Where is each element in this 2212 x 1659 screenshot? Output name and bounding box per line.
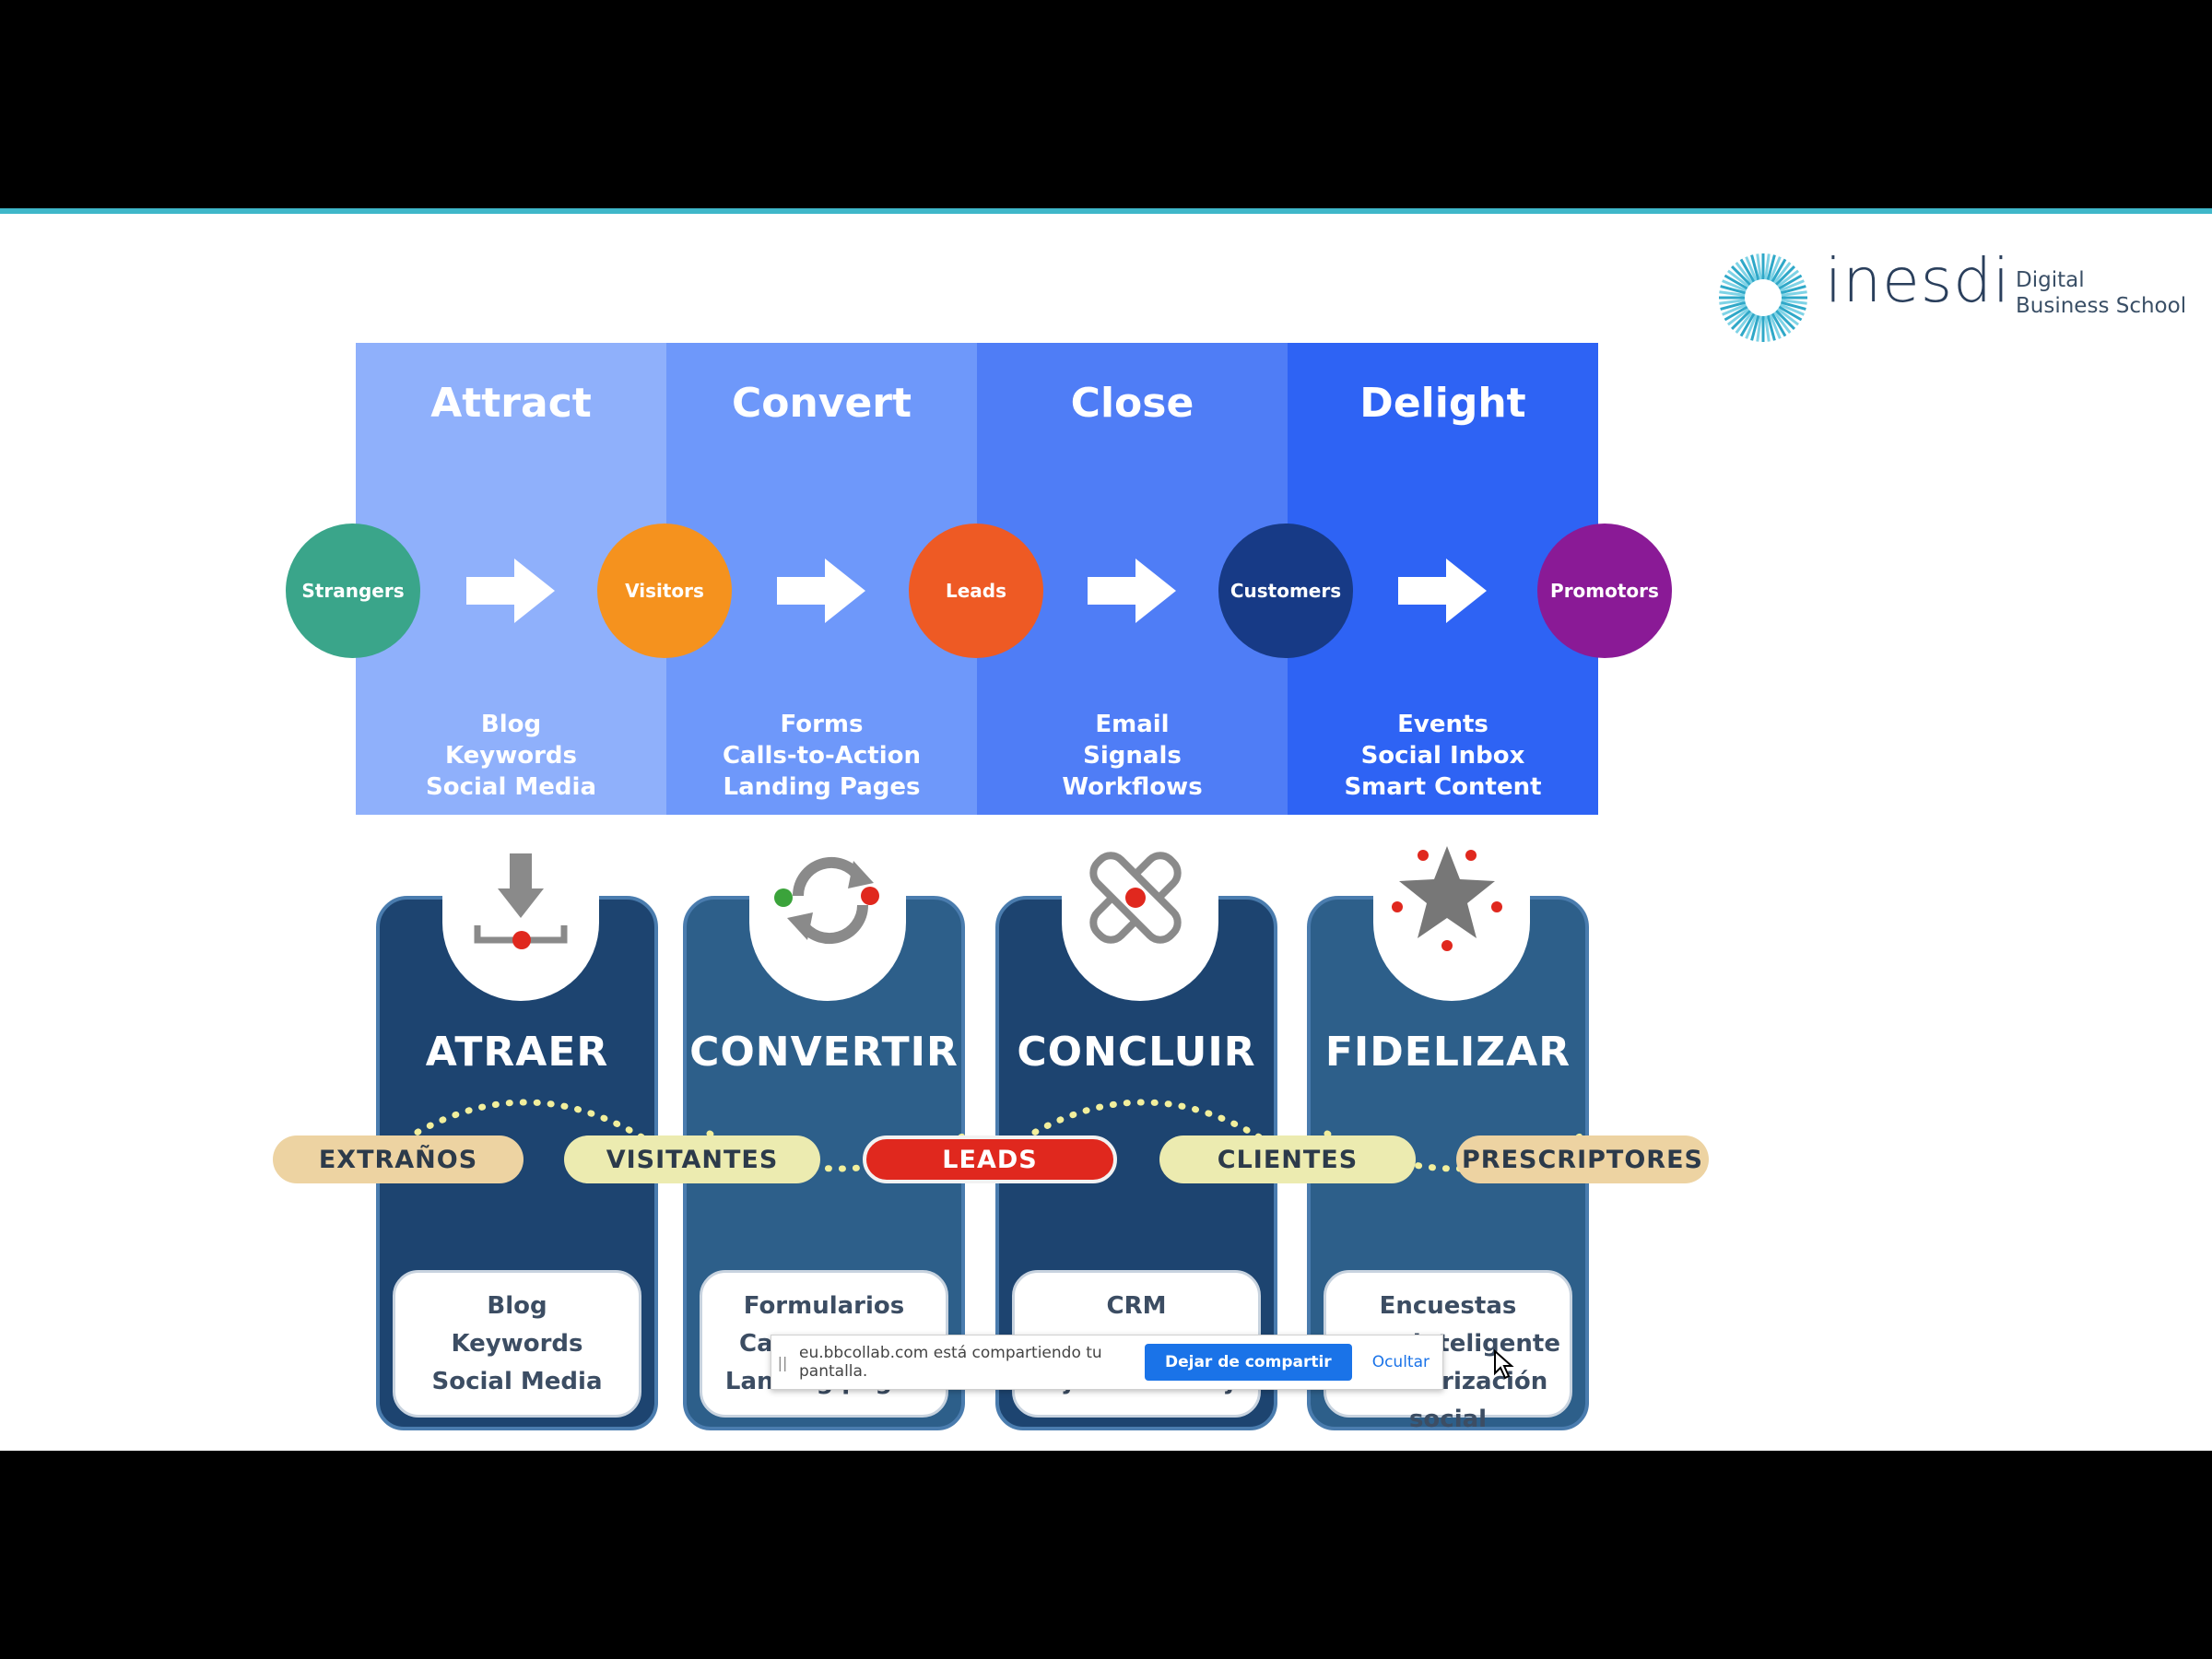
card-line: Encuestas	[1379, 1292, 1517, 1320]
tool-item: Social Inbox	[1360, 742, 1525, 770]
tool-item: Events	[1397, 711, 1488, 738]
phase-title: Convert	[731, 380, 912, 427]
card-line: Blog	[487, 1292, 547, 1320]
tool-item: Email	[1095, 711, 1170, 738]
card-line: Keywords	[451, 1330, 583, 1358]
stage-promotors: Promotors	[1537, 524, 1672, 658]
card-title: ATRAER	[425, 1029, 609, 1076]
card-tools: Encuestas inteligente Monitorización soc…	[1324, 1270, 1572, 1433]
card-tools: Blog Keywords Social Media	[393, 1270, 641, 1418]
stage-strangers: Strangers	[286, 524, 420, 658]
right-arrow-icon	[1398, 559, 1487, 623]
card-line: Social Media	[431, 1368, 603, 1395]
download-tray-icon	[474, 853, 568, 949]
phase-title: Attract	[430, 380, 592, 427]
phase-tools: Events Social Inbox Smart Content	[1288, 709, 1598, 803]
stop-sharing-button[interactable]: Dejar de compartir	[1144, 1344, 1352, 1381]
phase-tools: Email Signals Workflows	[977, 709, 1288, 803]
logo-subtitle: Digital Business School	[2016, 267, 2186, 319]
card-title: CONVERTIR	[689, 1029, 959, 1076]
drag-handle[interactable]: ||	[777, 1353, 788, 1371]
share-message: eu.bbcollab.com está compartiendo tu pan…	[799, 1344, 1102, 1381]
presentation-slide: inesdi Digital Business School Attract B…	[0, 208, 2212, 1451]
screen-share-bar: || eu.bbcollab.com está compartiendo tu …	[771, 1335, 1443, 1390]
mouse-cursor-icon	[1494, 1349, 1514, 1380]
logo-brand: inesdi	[1825, 245, 2011, 316]
card-line: Formularios	[743, 1292, 905, 1320]
tool-item: Calls-to-Action	[722, 742, 922, 770]
phase-title: Delight	[1359, 380, 1526, 427]
cross-bandage-icon	[1089, 852, 1182, 944]
star-icon	[1392, 846, 1502, 951]
right-arrow-icon	[466, 559, 555, 623]
phase-tools: Forms Calls-to-Action Landing Pages	[666, 709, 977, 803]
card-title: FIDELIZAR	[1324, 1029, 1571, 1076]
card-line: Ca	[739, 1330, 773, 1358]
hide-button[interactable]: Ocultar	[1371, 1353, 1430, 1371]
stage-customers: Customers	[1218, 524, 1353, 658]
pill-leads: LEADS	[863, 1135, 1117, 1183]
tool-item: Signals	[1083, 742, 1182, 770]
tool-item: Blog	[480, 711, 542, 738]
tool-item: Social Media	[426, 773, 596, 801]
stage-visitors: Visitors	[597, 524, 732, 658]
tool-item: Forms	[780, 711, 864, 738]
refresh-cycle-icon	[774, 856, 879, 945]
logo-subtitle-line1: Digital	[2016, 268, 2085, 292]
pill-extranos: EXTRAÑOS	[273, 1135, 524, 1183]
pill-visitantes: VISITANTES	[564, 1135, 820, 1183]
pill-prescriptores: PRESCRIPTORES	[1456, 1135, 1709, 1183]
logo-subtitle-line2: Business School	[2016, 294, 2187, 318]
phase-tools: Blog Keywords Social Media	[356, 709, 666, 803]
card-title: CONCLUIR	[1017, 1029, 1256, 1076]
tool-item: Landing Pages	[723, 773, 921, 801]
phase-title: Close	[1070, 380, 1194, 427]
pill-clientes: CLIENTES	[1159, 1135, 1416, 1183]
sunburst-logo-icon	[1719, 253, 1807, 342]
tool-item: Smart Content	[1344, 773, 1542, 801]
tool-item: Workflows	[1062, 773, 1203, 801]
card-line: CRM	[1106, 1292, 1167, 1320]
stage-leads: Leads	[909, 524, 1043, 658]
right-arrow-icon	[777, 559, 865, 623]
tool-item: Keywords	[444, 742, 578, 770]
right-arrow-icon	[1088, 559, 1176, 623]
